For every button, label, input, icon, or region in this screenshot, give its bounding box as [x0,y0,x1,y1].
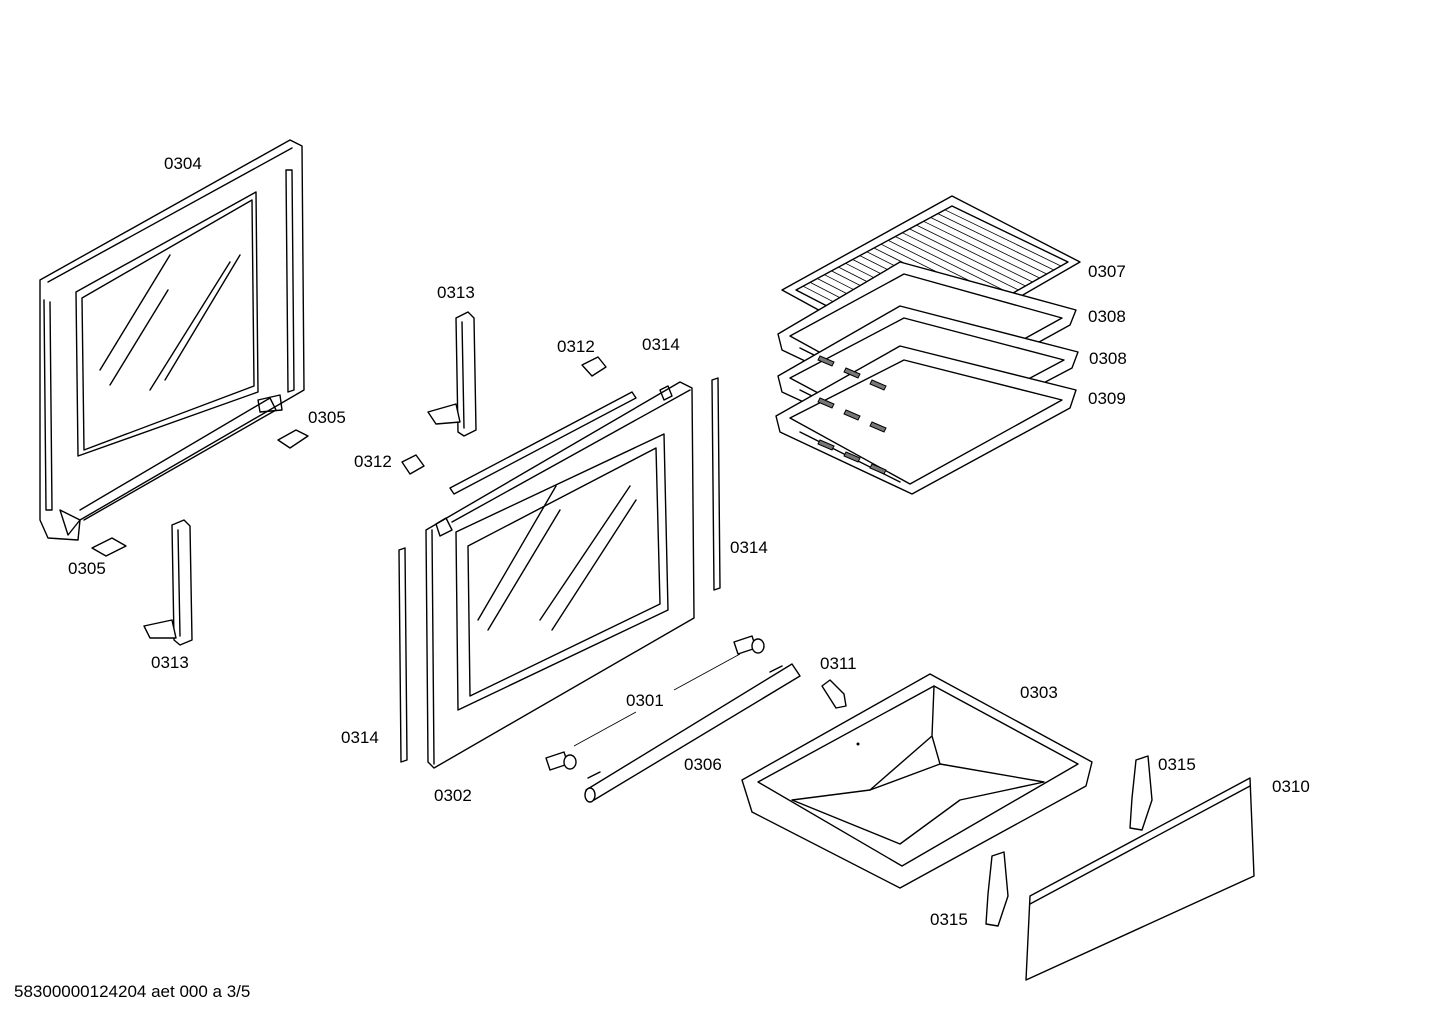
part-0305-clip-a [277,429,309,449]
part-0313-hinge-a [427,311,477,437]
label-0301: 0301 [626,691,664,710]
label-0313: 0313 [437,283,475,302]
label-0310: 0310 [1272,777,1310,796]
part-0311-bracket [821,679,847,709]
part-0301-handle-endcaps [545,635,765,771]
part-0304-door-frame [39,139,305,541]
label-0312: 0312 [557,337,595,356]
label-0314: 0314 [642,335,680,354]
part-0315-latch-a [1129,755,1153,831]
part-0314-seal-left [398,547,408,763]
label-0306: 0306 [684,755,722,774]
label-0314: 0314 [341,728,379,747]
label-0305: 0305 [308,408,346,427]
label-0315: 0315 [930,910,968,929]
part-0310-drawer-front [1025,777,1255,981]
part-0312-a [581,356,607,377]
label-0309: 0309 [1088,389,1126,408]
label-0307: 0307 [1088,262,1126,281]
label-0312: 0312 [354,452,392,471]
part-0314-seal-top [449,391,637,495]
part-0314-seal-right [711,377,721,591]
label-0314: 0314 [730,538,768,557]
part-0302-inner-door [425,381,695,769]
part-0313-hinge-b [143,519,193,646]
label-0311: 0311 [820,654,857,673]
label-0304: 0304 [164,154,202,173]
part-0303-drawer-tray [741,673,1093,889]
drawing-reference-footer: 58300000124204 aet 000 a 3/5 [14,982,251,1001]
label-0308: 0308 [1088,307,1126,326]
label-0315: 0315 [1158,755,1196,774]
part-0312-b [401,454,425,475]
part-0315-latch-b [985,851,1009,927]
tray-slot-marks [817,355,887,475]
label-0308: 0308 [1089,349,1127,368]
label-0302: 0302 [434,786,472,805]
part-0306-handle-bar [584,663,801,803]
part-0305-clip-b [91,537,127,557]
label-0313: 0313 [151,653,189,672]
label-0303: 0303 [1020,683,1058,702]
label-0305: 0305 [68,559,106,578]
